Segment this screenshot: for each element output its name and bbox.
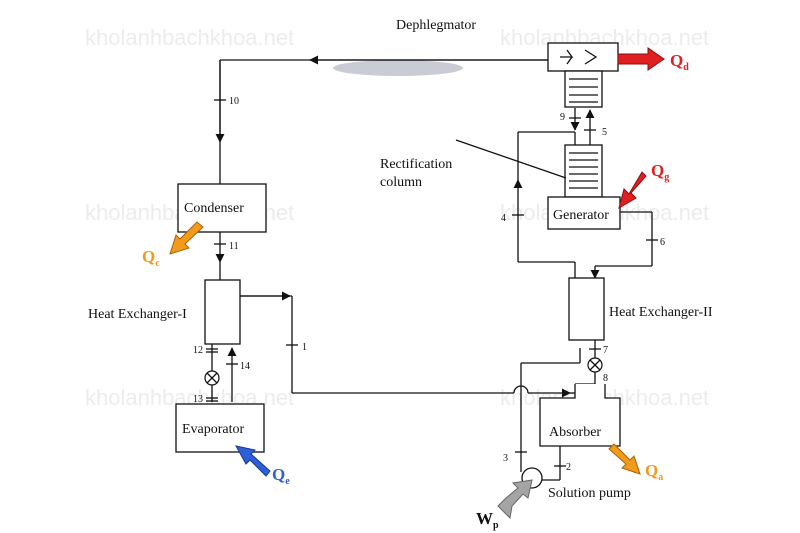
dephlegmator (547, 42, 619, 108)
expansion-valve (587, 357, 603, 373)
stream-numbers: 1 2 3 4 5 6 7 8 9 10 11 12 13 14 (193, 96, 665, 473)
heat-exchanger-1-box (204, 279, 241, 345)
dephlegmator-body (564, 70, 603, 108)
rectification-label: Rectification (380, 157, 452, 172)
stream-number: 13 (193, 394, 203, 405)
heat-exchanger-1-label: Heat Exchanger-I (88, 307, 187, 322)
stream-ticks (206, 99, 658, 467)
stream-number: 6 (660, 237, 665, 248)
expansion-valve (204, 370, 220, 386)
qd-label: Qd (670, 51, 689, 73)
stream-number: 9 (560, 112, 565, 123)
component-labels: Dephlegmator Rectification column Conden… (88, 18, 713, 501)
dephlegmator-top (547, 42, 619, 72)
qe-arrow (235, 445, 271, 477)
qc-arrow (169, 221, 204, 255)
condenser-label: Condenser (184, 201, 244, 216)
stream-number: 11 (229, 241, 239, 252)
evaporator-label: Evaporator (182, 422, 245, 437)
absorber-label: Absorber (549, 425, 601, 440)
rectification-label-line2: column (380, 175, 422, 190)
stream-number: 12 (193, 345, 203, 356)
qe-label: Qe (272, 465, 290, 487)
stream-number: 3 (503, 453, 508, 464)
blurred-marking (333, 60, 463, 76)
watermark-text: kholanhbachkhoa.net (85, 25, 294, 50)
stream-number: 1 (302, 342, 307, 353)
rectification-leader (455, 139, 567, 179)
solution-pump-label: Solution pump (548, 486, 631, 501)
wp-label: Wp (476, 509, 499, 531)
wp-arrow (497, 479, 533, 520)
heat-arrows (169, 47, 665, 520)
heat-exchanger-2-box (568, 277, 605, 341)
heat-exchanger-2-label: Heat Exchanger-II (609, 305, 713, 320)
qc-label: Qc (142, 247, 160, 269)
stream-number: 7 (603, 345, 608, 356)
dephlegmator-inner-arrow (560, 49, 574, 65)
dephlegmator-label: Dephlegmator (396, 18, 476, 33)
qa-arrow (608, 443, 641, 475)
qg-arrow (618, 171, 647, 210)
heat-flow-labels: Qd Qg Qc Qe Qa Wp (142, 51, 689, 531)
generator-label: Generator (553, 208, 609, 223)
condenser-box (177, 183, 267, 233)
stream-number: 8 (603, 373, 608, 384)
evaporator-box (175, 403, 265, 453)
qd-arrow (617, 47, 665, 71)
qa-label: Qa (645, 461, 663, 483)
stream-number: 10 (229, 96, 239, 107)
stream-number: 2 (566, 462, 571, 473)
rectification-column (564, 144, 603, 198)
dephlegmator-coil (584, 49, 598, 65)
stream-number: 4 (501, 213, 506, 224)
stream-number: 14 (240, 361, 250, 372)
qg-label: Qg (651, 161, 669, 183)
generator-box (547, 196, 621, 230)
absorber-box (539, 384, 621, 447)
stream-number: 5 (602, 127, 607, 138)
